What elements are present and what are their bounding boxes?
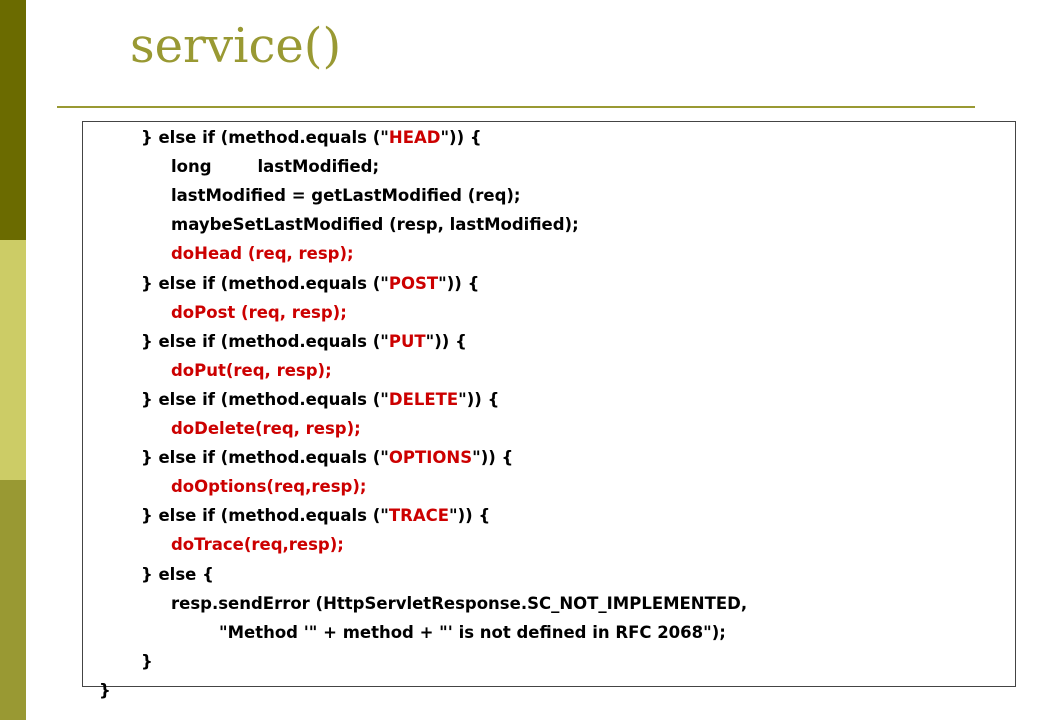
code-line: "Method '" + method + "' is not defined … [219,619,726,647]
code-line: } [141,648,153,676]
slide-title: service() [130,18,342,74]
code-line: doPost (req, resp); [171,299,347,327]
code-text: } else if (method.equals (" [141,128,389,147]
code-line: } else if (method.equals ("PUT")) { [141,328,467,356]
code-string-literal: HEAD [388,128,441,147]
code-text: "Method '" + method + "' is not defined … [219,622,726,642]
code-text: lastModified = getLastModified (req); [171,186,521,206]
code-text: } else if (method.equals (" [141,448,389,468]
code-text: ")) { [438,273,480,293]
code-line: doDelete(req, resp); [171,415,361,443]
code-line: maybeSetLastModified (resp, lastModified… [171,211,579,239]
code-line: long lastModified; [171,153,379,181]
code-text: ")) { [472,448,514,468]
code-method-call: doTrace(req,resp); [171,535,344,555]
code-text: ")) { [449,506,491,526]
code-method-call: doPut(req, resp); [171,360,332,380]
code-text: } else if (method.equals (" [141,506,389,526]
left-accent-band-middle [0,240,26,480]
left-accent-band-top [0,0,26,240]
code-string-literal: PUT [388,331,426,351]
code-line: } else if (method.equals ("POST")) { [141,270,479,298]
code-string-literal: OPTIONS [388,448,473,468]
code-text: } else if (method.equals (" [141,331,389,351]
code-text: } [141,651,153,671]
code-line: doTrace(req,resp); [171,531,344,559]
code-method-call: doOptions(req,resp); [171,477,367,497]
code-method-call: doDelete(req, resp); [171,419,361,438]
code-line: doHead (req, resp); [171,240,354,268]
code-line: resp.sendError (HttpServletResponse.SC_N… [171,590,747,618]
code-text: ")) { [425,331,467,351]
code-line: } else if (method.equals ("OPTIONS")) { [141,444,513,472]
code-method-call: doHead (req, resp); [171,244,354,264]
code-line: } [99,677,111,705]
code-text: ")) { [458,389,500,409]
code-text: } else if (method.equals (" [141,389,389,409]
code-text: } [99,680,111,700]
code-text: } else if (method.equals (" [141,273,389,293]
code-method-call: doPost (req, resp); [171,302,347,322]
code-text: resp.sendError (HttpServletResponse.SC_N… [171,593,748,613]
code-string-literal: TRACE [388,506,450,526]
code-line: } else if (method.equals ("HEAD")) { [141,124,482,152]
title-underline [57,106,975,108]
code-text: ")) { [440,128,482,147]
code-line: } else { [141,561,214,589]
code-line: doPut(req, resp); [171,357,332,385]
code-line: } else if (method.equals ("DELETE")) { [141,386,499,414]
code-line: lastModified = getLastModified (req); [171,182,521,210]
code-line: } else if (method.equals ("TRACE")) { [141,502,490,530]
left-accent-band-bottom [0,480,26,720]
code-text: maybeSetLastModified (resp, lastModified… [171,215,579,235]
code-string-literal: DELETE [388,389,459,409]
code-line: doOptions(req,resp); [171,473,366,501]
code-block: } else if (method.equals ("HEAD")) {long… [82,121,1016,700]
code-text: } else { [141,564,214,584]
code-text: long lastModified; [171,157,380,177]
code-string-literal: POST [388,273,439,293]
